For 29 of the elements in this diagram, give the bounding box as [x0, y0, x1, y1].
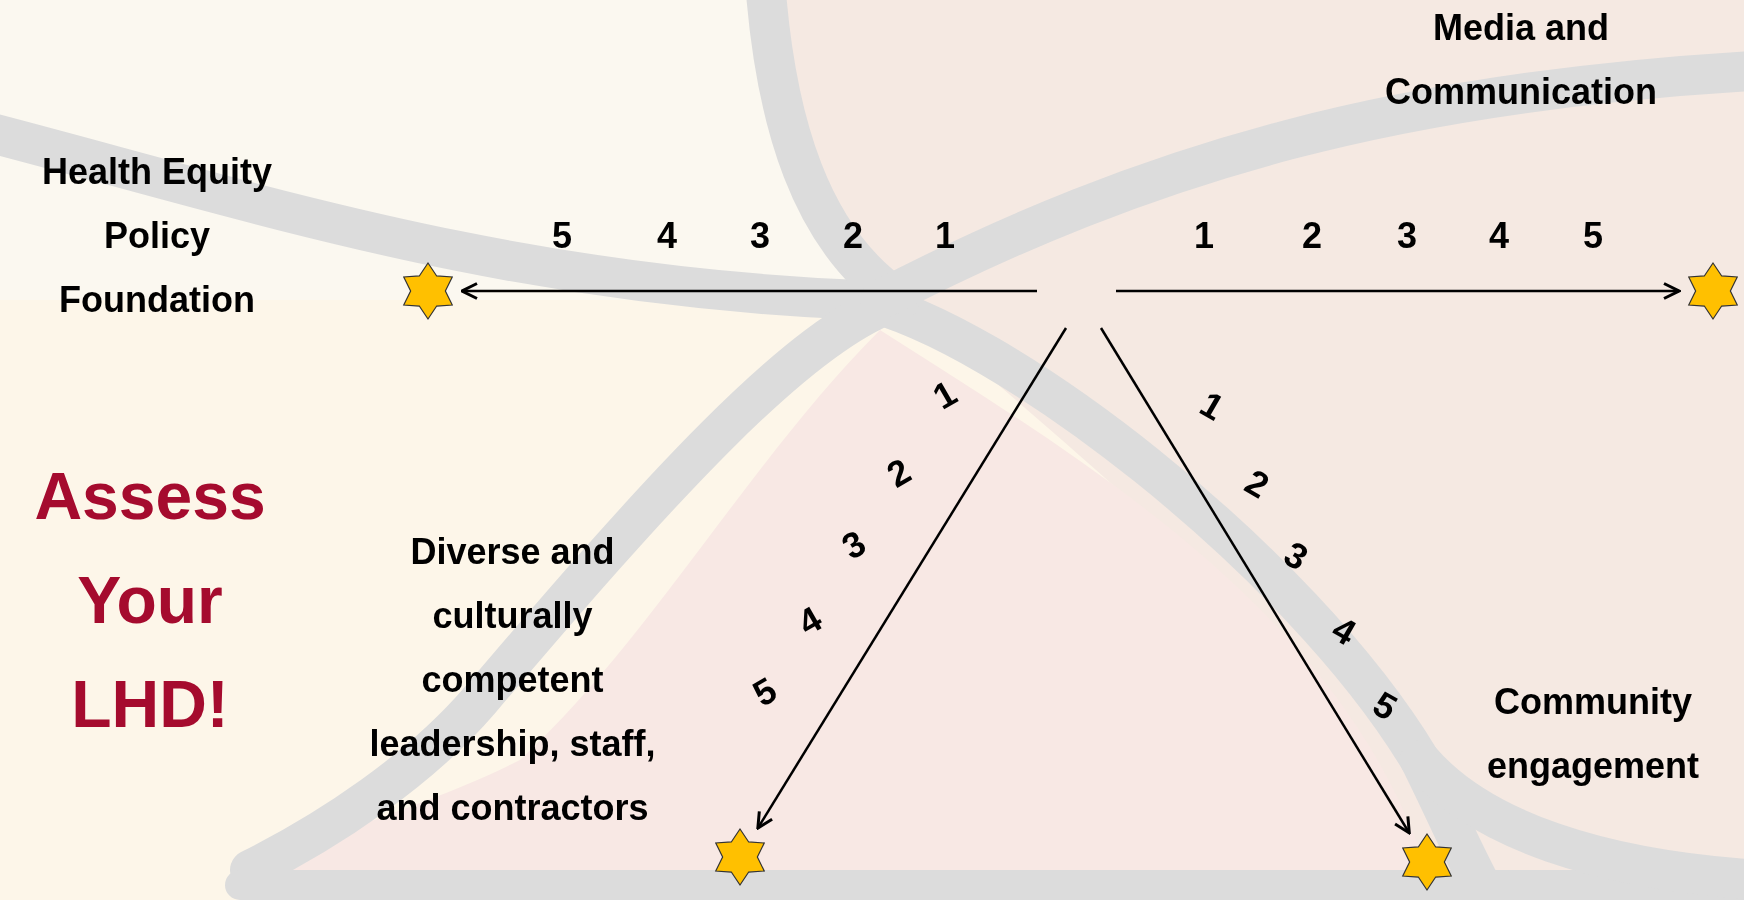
scale-number: 3 [1396, 216, 1418, 256]
scale-number: 1 [924, 370, 965, 420]
category-label: Media and Communication [1384, 6, 1658, 114]
arrow [756, 327, 1068, 830]
scale-number: 2 [1301, 216, 1323, 256]
scale-number: 3 [1276, 531, 1317, 581]
scale-number: 1 [934, 216, 956, 256]
scale-number: 2 [878, 448, 919, 498]
scale-number: 4 [656, 216, 678, 256]
scale-number: 1 [1193, 216, 1215, 256]
scale-number: 2 [1237, 459, 1278, 509]
scale-number: 5 [744, 667, 785, 717]
scale-number: 3 [833, 520, 874, 570]
arrow [1099, 327, 1411, 835]
scale-number: 1 [1192, 381, 1233, 431]
category-label: Diverse and culturally competent leadership, staff, and contractors [368, 530, 657, 830]
scale-number: 5 [551, 216, 573, 256]
scale-number: 2 [842, 216, 864, 256]
category-label: Community engagement [1485, 680, 1700, 788]
scale-number: 4 [1324, 606, 1365, 656]
title-text: Assess Your LHD! [33, 458, 267, 743]
arrow [1116, 282, 1681, 300]
scale-number: 4 [1488, 216, 1510, 256]
scale-number: 5 [1582, 216, 1604, 256]
arrow [460, 282, 1037, 300]
category-label: Health Equity Policy Foundation [41, 150, 273, 322]
scale-number: 5 [1365, 681, 1406, 731]
scale-number: 4 [789, 596, 830, 646]
scale-number: 3 [749, 216, 771, 256]
